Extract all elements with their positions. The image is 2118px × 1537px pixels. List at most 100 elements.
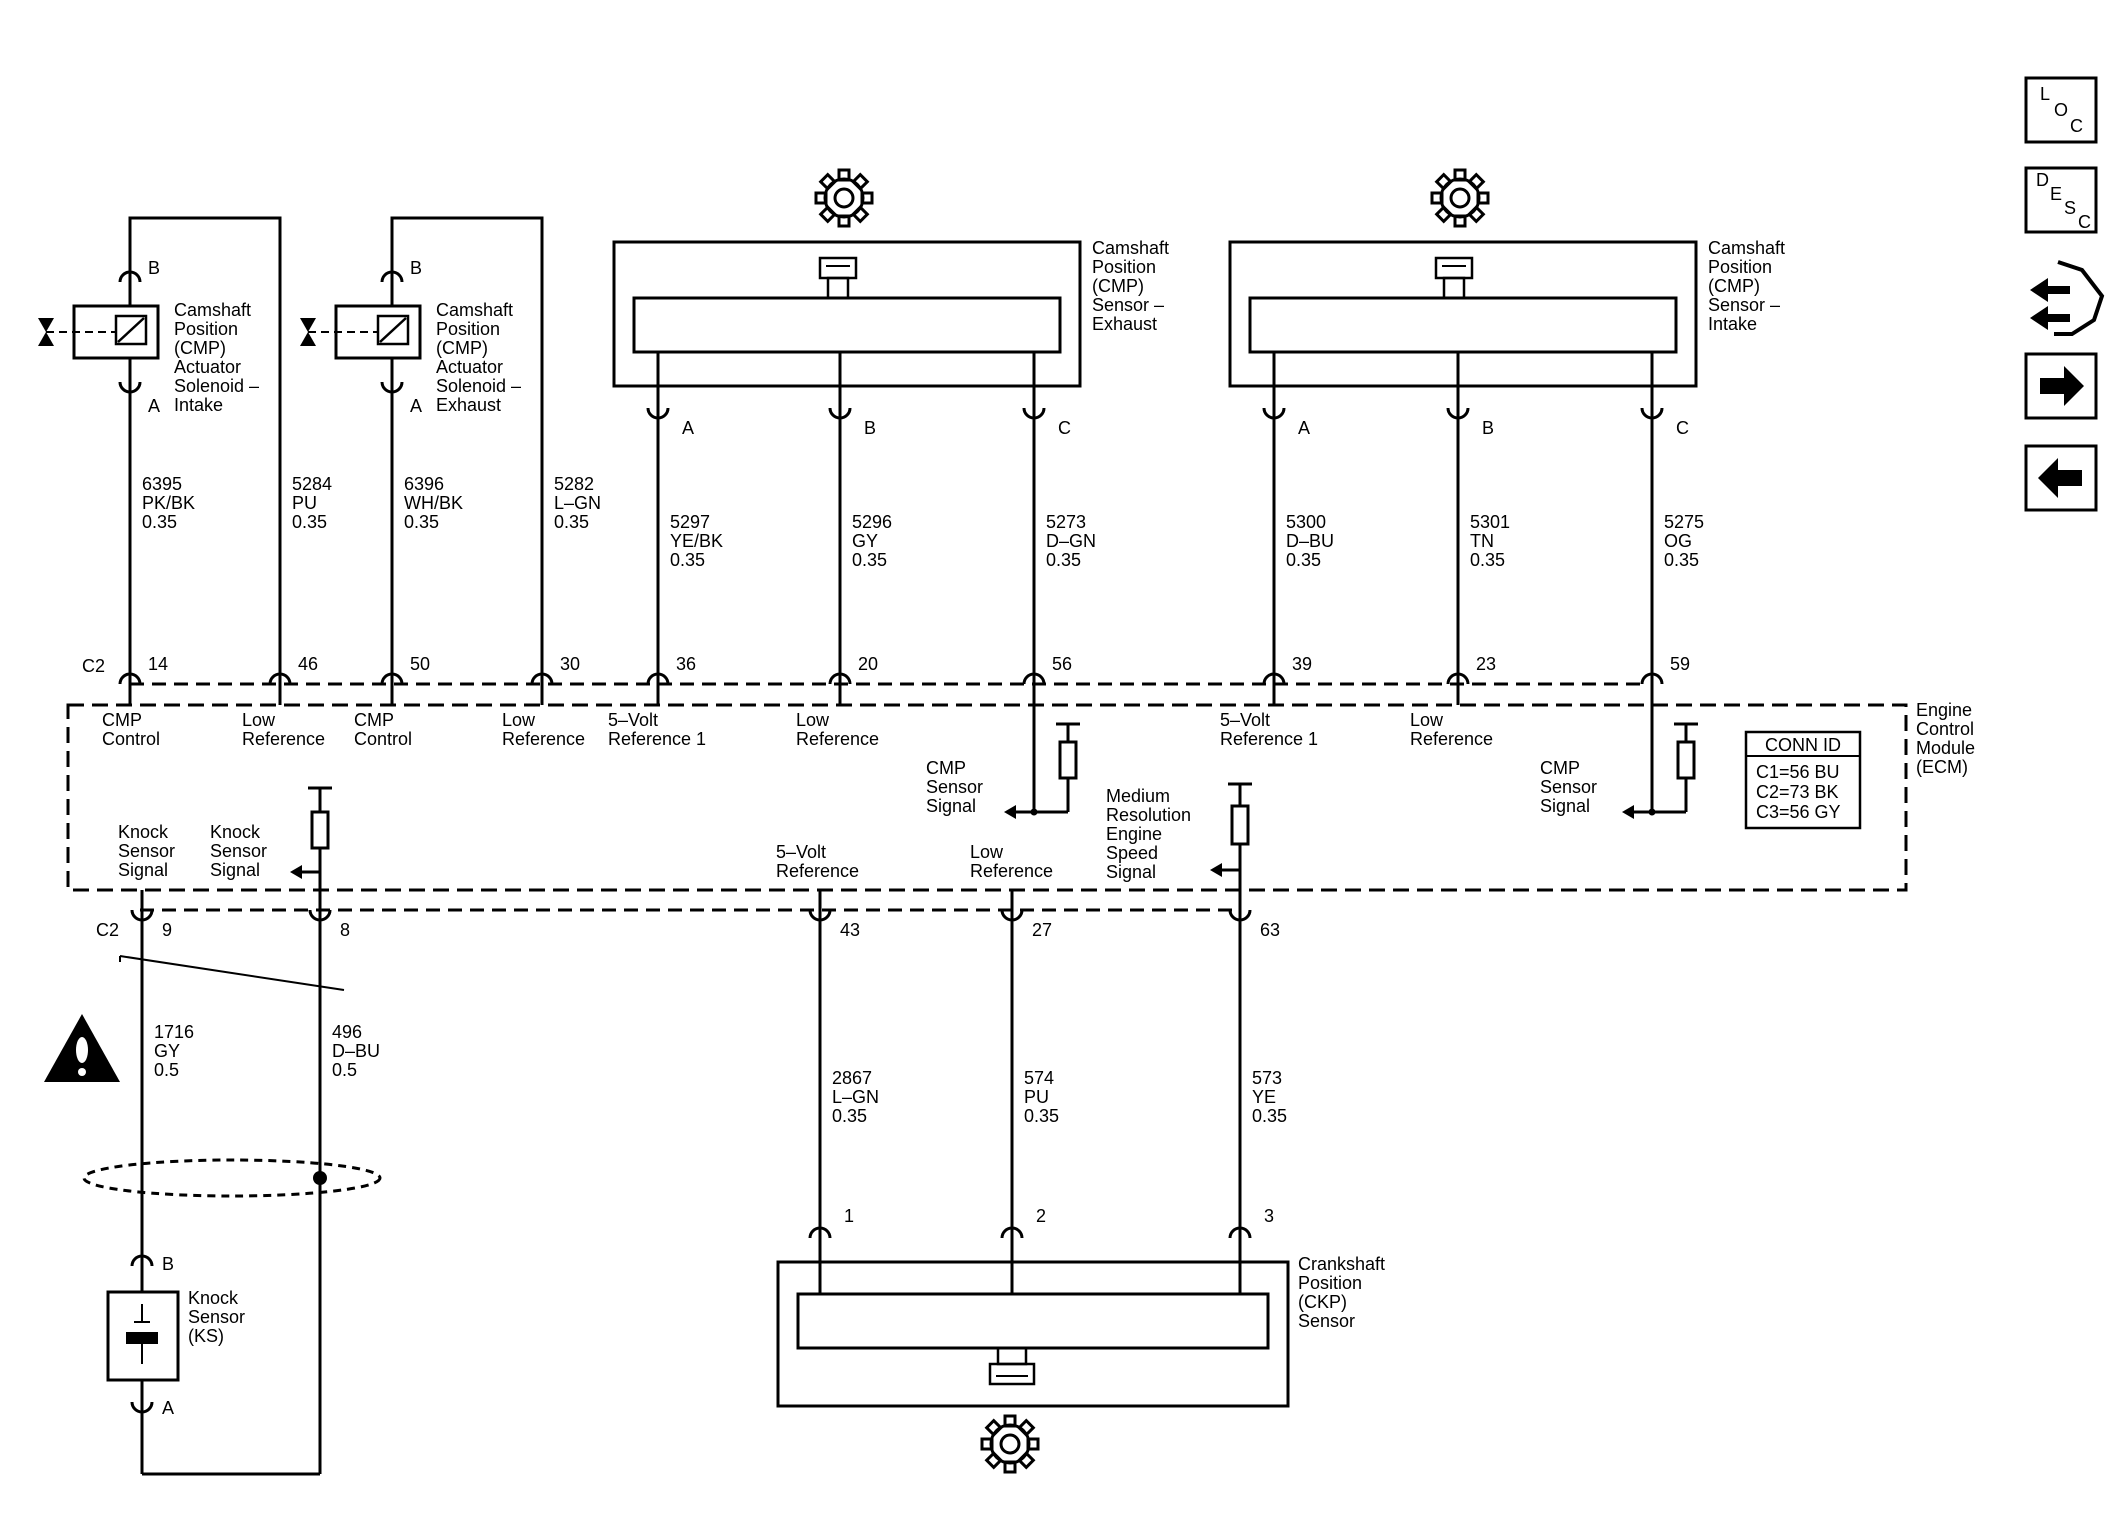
desc-button[interactable]: D E S C (2024, 166, 2098, 234)
knock-sensor-pin-b: B (162, 1254, 174, 1274)
gear-icon (980, 1414, 1040, 1474)
cmp-exhaust-pin-c: C (1058, 418, 1071, 438)
ecm-pin-number: 8 (340, 920, 350, 940)
solenoid-exhaust-label: Camshaft Position (CMP) Actuator Solenoi… (436, 300, 526, 415)
loc-letter: L (2040, 84, 2050, 104)
solenoid-intake-pin-a: A (148, 396, 160, 416)
previous-arrow-button[interactable] (2024, 444, 2098, 512)
cmp-actuator-solenoid-intake: B A Camshaft Position (CMP) Actuator Sol… (38, 216, 282, 684)
caution-icon (44, 1014, 120, 1082)
desc-letter: D (2036, 170, 2049, 190)
ecm-pin-number: 56 (1052, 654, 1072, 674)
ecm-pin-number: 46 (298, 654, 318, 674)
ecm-cmp-signal-circuit-exhaust (1004, 684, 1080, 819)
gear-icon (1430, 168, 1490, 228)
ecm-pin-number: 20 (858, 654, 878, 674)
conn-id-row: C1=56 BU (1756, 762, 1840, 782)
pin-cap (118, 672, 142, 685)
ckp-sensor: 1 2 3 Crankshaft Position (CKP) Sensor (776, 910, 1385, 1408)
next-arrow-button[interactable] (2024, 352, 2098, 420)
pin-cap (1446, 672, 1470, 685)
solenoid-intake-label: Camshaft Position (CMP) Actuator Solenoi… (174, 300, 264, 415)
pin-cap (268, 672, 292, 685)
conn-id-row: C2=73 BK (1756, 782, 1839, 802)
ecm-pin-number: 30 (560, 654, 580, 674)
cmp-exhaust-label: Camshaft Position (CMP) Sensor – Exhaust (1092, 238, 1174, 334)
cmp-exhaust-pin-a: A (682, 418, 694, 438)
pin-cap (380, 672, 404, 685)
ckp-pin-1: 1 (844, 1206, 854, 1226)
ecm-pin-number: 27 (1032, 920, 1052, 940)
loc-letter: O (2054, 100, 2068, 120)
solenoid-exhaust-pin-a: A (410, 396, 422, 416)
conn-id-row: C3=56 GY (1756, 802, 1841, 822)
knock-sensor-pin-a: A (162, 1398, 174, 1418)
connector-c2-top: C2 (82, 656, 105, 676)
knock-sensor-label: Knock Sensor (KS) (188, 1288, 250, 1346)
ecm-pin-number: 14 (148, 654, 168, 674)
pin-cap (646, 672, 670, 685)
ecm-knock-circuit (290, 786, 332, 910)
ecm-pin-number: 9 (162, 920, 172, 940)
desc-letter: S (2064, 198, 2076, 218)
cmp-intake-pin-c: C (1676, 418, 1689, 438)
ecm-box (66, 703, 1908, 892)
diagnostic-tool-icon[interactable] (2030, 260, 2105, 336)
ckp-pin-2: 2 (1036, 1206, 1046, 1226)
gear-icon (814, 168, 874, 228)
ecm-cmp-signal-circuit-intake (1622, 684, 1698, 819)
cmp-sensor-intake: A B C Camshaft Position (CMP) Sensor – I… (1228, 238, 1790, 684)
ecm-pin-number: 39 (1292, 654, 1312, 674)
connector-c2-bottom: C2 (96, 920, 119, 940)
solenoid-exhaust-pin-b: B (410, 258, 422, 278)
conn-id-table: CONN ID C1=56 BU C2=73 BK C3=56 GY (1744, 730, 1862, 830)
desc-letter: E (2050, 184, 2062, 204)
cmp-actuator-solenoid-exhaust: B A Camshaft Position (CMP) Actuator Sol… (300, 216, 544, 684)
previous-arrow-icon (2038, 458, 2082, 498)
loc-letter: C (2070, 116, 2083, 136)
pin-cap (1022, 672, 1046, 685)
pin-cap (1640, 672, 1664, 685)
desc-letter: C (2078, 212, 2091, 232)
pin-cap (828, 672, 852, 685)
ckp-pin-3: 3 (1264, 1206, 1274, 1226)
ecm-pin-number: 43 (840, 920, 860, 940)
loc-button[interactable]: L O C (2024, 76, 2098, 144)
next-arrow-icon (2040, 366, 2084, 406)
cmp-exhaust-pin-b: B (864, 418, 876, 438)
pin-cap (1262, 672, 1286, 685)
cmp-intake-label: Camshaft Position (CMP) Sensor – Intake (1708, 238, 1790, 334)
ecm-name: Engine Control Module (ECM) (1916, 700, 1980, 777)
knock-sensor-wiring: B A Knock Sensor (KS) (82, 910, 382, 1476)
